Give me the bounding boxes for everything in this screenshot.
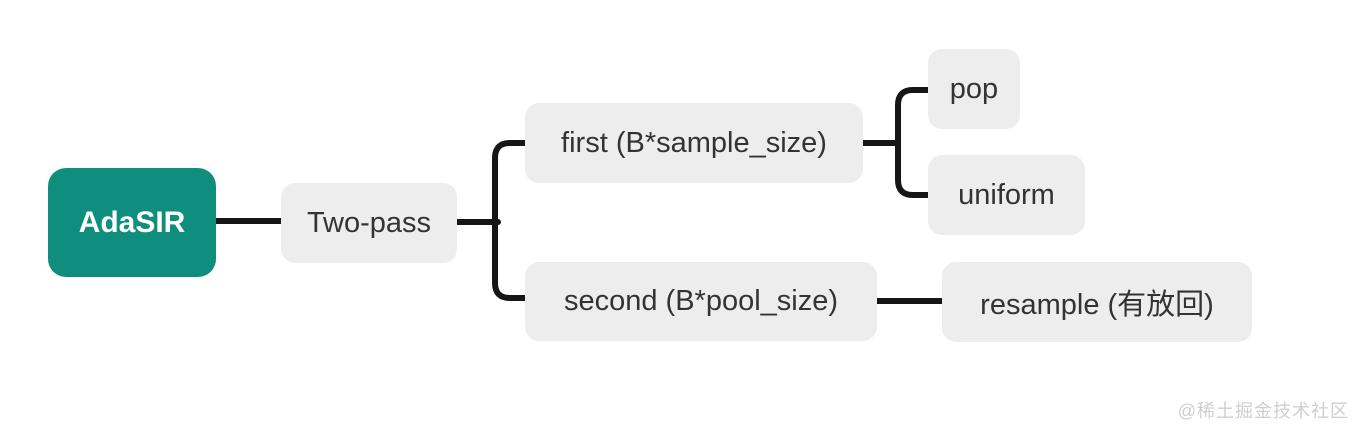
node-first-pass-label: first (B*sample_size) <box>561 126 827 159</box>
node-uniform[interactable]: uniform <box>928 155 1085 235</box>
watermark: @稀土掘金技术社区 <box>1177 401 1349 421</box>
node-second-pass[interactable]: second (B*pool_size) <box>525 262 877 341</box>
node-adasir-label: AdaSIR <box>78 205 186 239</box>
node-resample-label: resample (有放回) <box>980 289 1214 321</box>
node-second-pass-label: second (B*pool_size) <box>563 285 839 317</box>
edge-branch-first-second <box>492 140 530 301</box>
node-first-pass[interactable]: first (B*sample_size) <box>525 103 863 183</box>
node-pop-label: pop <box>949 72 999 105</box>
node-two-pass[interactable]: Two-pass <box>281 183 457 263</box>
node-resample[interactable]: resample (有放回) <box>942 262 1252 342</box>
node-adasir[interactable]: AdaSIR <box>48 168 216 277</box>
node-uniform-label: uniform <box>958 178 1055 211</box>
node-pop[interactable]: pop <box>928 49 1020 129</box>
node-two-pass-label: Two-pass <box>306 206 432 239</box>
edge-branch-pop-uniform <box>895 87 931 198</box>
